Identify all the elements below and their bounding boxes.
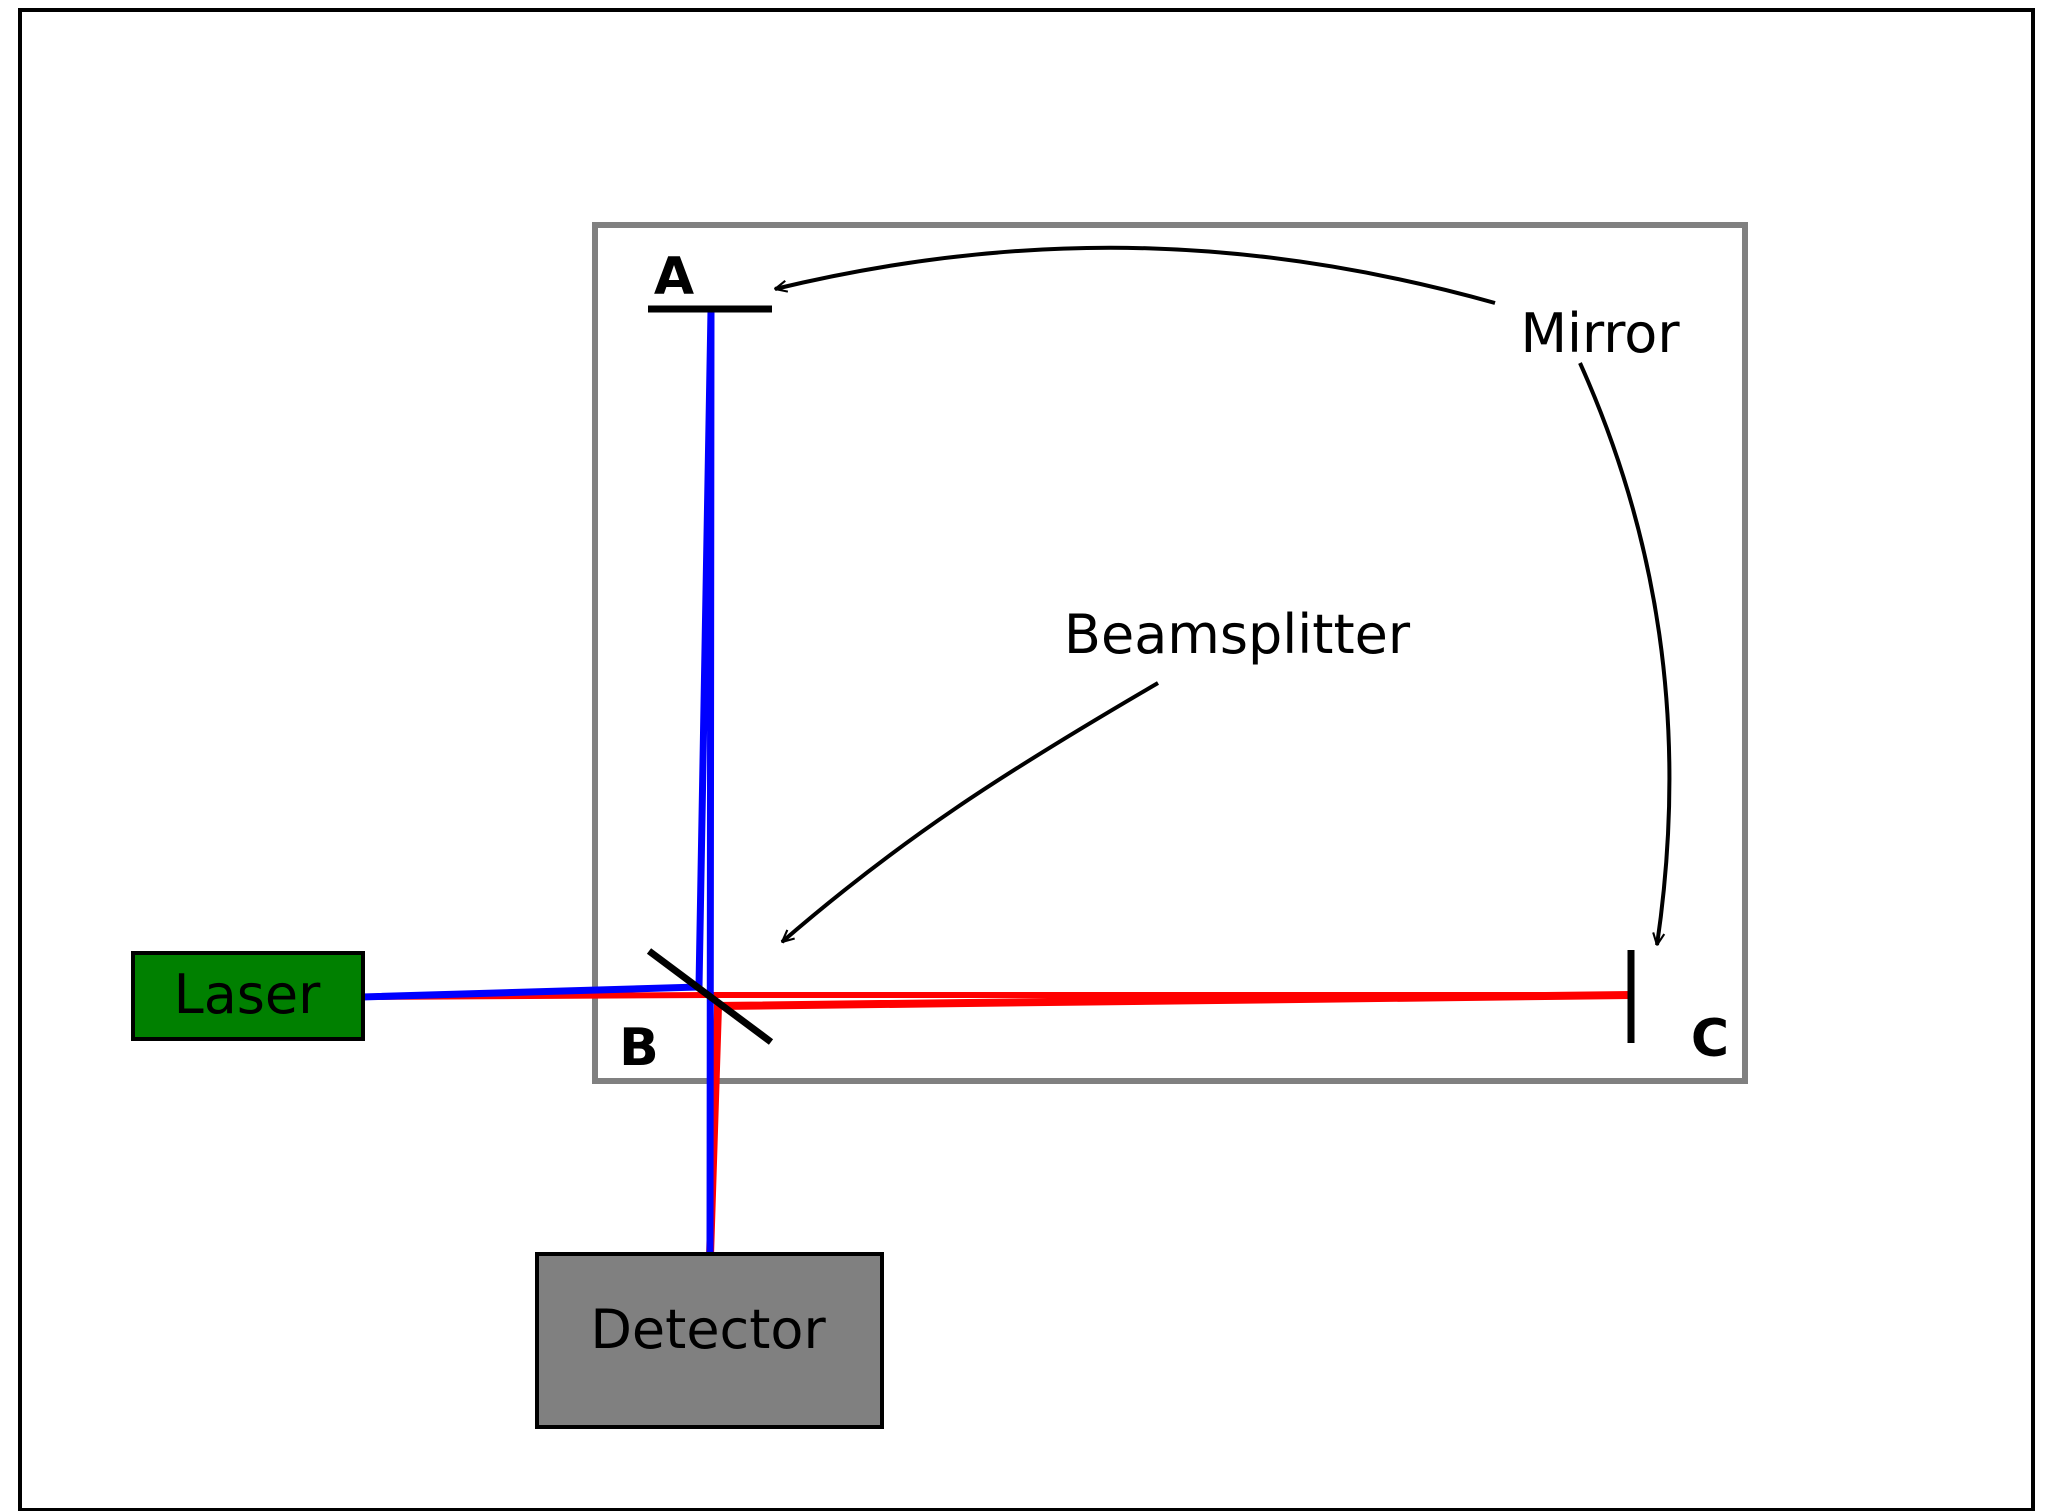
mirror-annotation-text: Mirror	[1520, 302, 1680, 365]
point-a-label: A	[654, 247, 694, 307]
beamsplitter-arrow	[782, 681, 1160, 942]
interferometer-enclosure	[592, 222, 1748, 1084]
blue-beam-path	[361, 309, 715, 1257]
laser-box	[131, 951, 365, 1041]
beamsplitter-annotation-text: Beamsplitter	[1064, 603, 1411, 666]
laser-label: Laser	[174, 963, 322, 1026]
detector-label: Detector	[590, 1298, 826, 1361]
mirror-arrow-to-c	[1578, 362, 1672, 945]
point-b-label: B	[619, 1018, 659, 1078]
detector-box	[535, 1252, 884, 1429]
mirror-arrow-to-a	[775, 245, 1496, 305]
point-c-label: C	[1691, 1009, 1729, 1069]
beamsplitter-mirror	[646, 948, 774, 1045]
